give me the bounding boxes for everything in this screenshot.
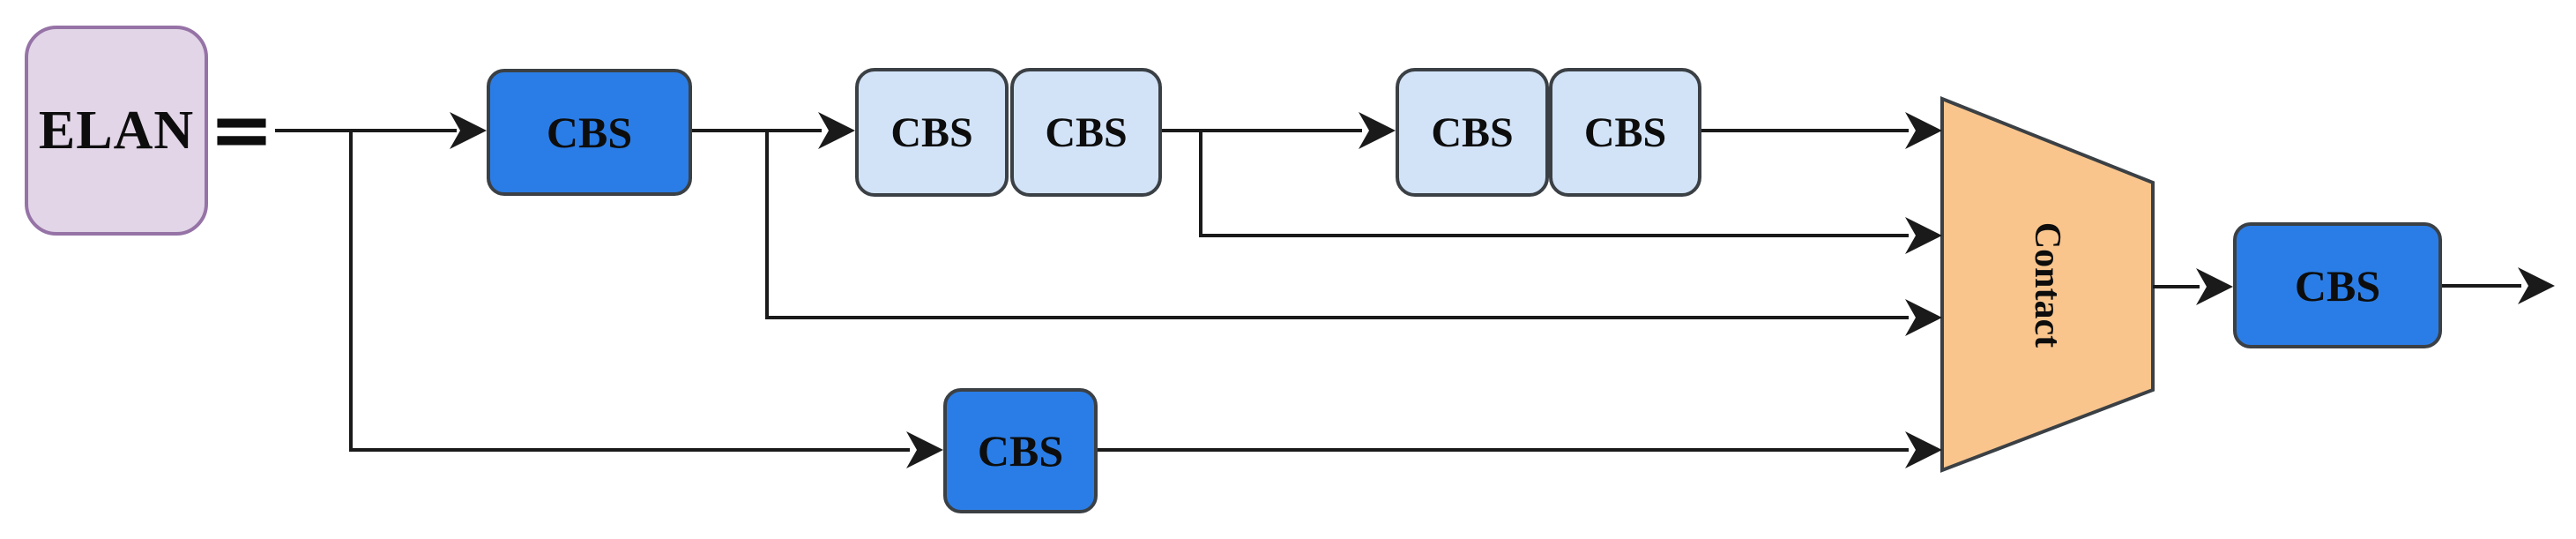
arrowhead-into-stem-cbs <box>450 112 487 149</box>
branch3-cbs-2-label: CBS <box>1583 109 1667 156</box>
branch3-cbs-1-block: CBS <box>1396 68 1549 197</box>
output-cbs-block: CBS <box>2233 222 2442 348</box>
identity-cbs-label: CBS <box>977 426 1064 475</box>
identity-cbs-block: CBS <box>943 388 1098 513</box>
arrowhead-concat-row2 <box>1905 217 1942 254</box>
arrowhead-concat-row4 <box>1905 431 1942 468</box>
elan-label: ELAN <box>38 100 195 161</box>
branch2-cbs-1-label: CBS <box>890 109 973 156</box>
branch2-cbs-2-label: CBS <box>1045 109 1128 156</box>
branch3-cbs-2-block: CBS <box>1549 68 1701 197</box>
arrowhead-final-output <box>2518 267 2555 304</box>
wire-branch-skip-row3 <box>765 131 1909 319</box>
output-cbs-label: CBS <box>2294 260 2381 311</box>
equals-sign: = <box>209 83 274 175</box>
arrowhead-into-pair2 <box>1359 112 1396 149</box>
branch2-cbs-2-block: CBS <box>1010 68 1162 197</box>
arrowhead-concat-row1 <box>1905 112 1942 149</box>
concat-trapezoid <box>1940 96 2155 473</box>
wire-branch-skip-row2 <box>1199 131 1909 237</box>
arrowhead-concat-row3 <box>1905 299 1942 336</box>
stem-cbs-label: CBS <box>546 108 633 157</box>
arrowhead-into-identity-cbs <box>906 431 943 468</box>
concat-label: Contact <box>2027 221 2067 348</box>
stem-cbs-block: CBS <box>487 69 692 196</box>
branch3-cbs-1-label: CBS <box>1431 109 1514 156</box>
arrowhead-into-output-cbs <box>2196 268 2233 305</box>
branch2-cbs-1-block: CBS <box>855 68 1009 197</box>
wire-branch-identity <box>349 131 910 452</box>
elan-block: ELAN <box>25 26 208 236</box>
arrowhead-into-pair1 <box>818 112 855 149</box>
